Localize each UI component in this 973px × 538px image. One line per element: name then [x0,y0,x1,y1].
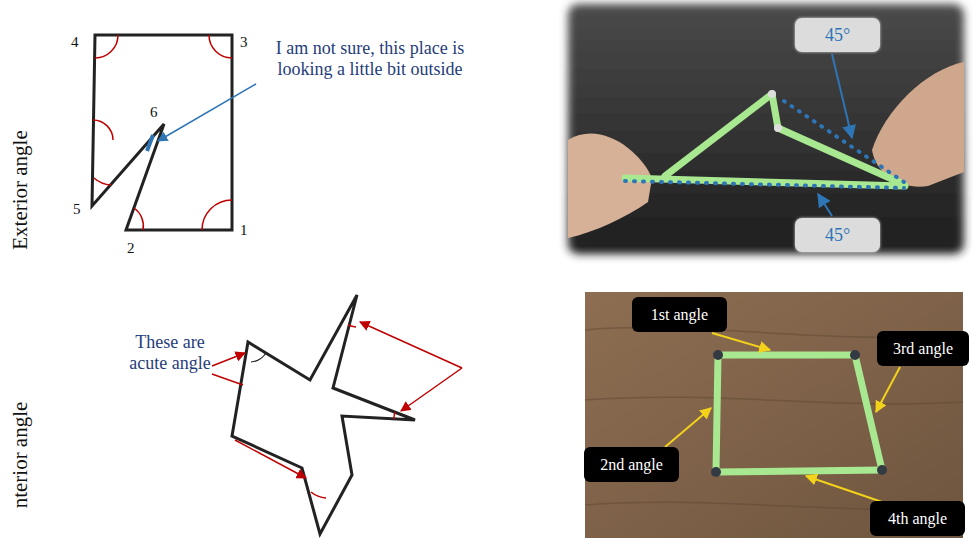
highlight-mark [147,135,153,151]
leader-arrow [806,476,885,503]
polygon-outline [232,295,415,534]
straw [772,94,778,128]
angle-arc [134,208,143,230]
joint [713,350,723,360]
straws [625,94,905,186]
angle-arc [311,492,326,498]
leader-arrow [832,54,852,138]
angle-name-box: 3rd angle [877,331,969,366]
straw [716,355,718,472]
dotted-ray [625,181,904,188]
joint [877,465,887,475]
hand [568,134,652,238]
box-text: 3rd angle [893,340,953,358]
angle-name-box: 4th angle [870,501,965,536]
vertex-number: 2 [127,240,135,257]
row-heading: nterior angle [8,402,32,509]
row-heading: Exterior angle [8,130,32,250]
concave-polygon [212,295,462,534]
straw [718,352,855,359]
leader-arrow [401,368,462,411]
vertex-number: 1 [240,222,248,239]
callout-note: I am not sure, this place is looking a l… [250,38,490,79]
leader-arrow [235,440,306,478]
angle-value-box: 45° [795,218,880,252]
straw [625,178,905,186]
box-text: 2nd angle [600,456,663,474]
angle-name-box: 2nd angle [584,447,679,482]
angle-arc [348,325,356,327]
leader-arrow [712,333,770,350]
polygon-outline [92,35,232,230]
leader-arrow [665,408,711,447]
angle-arc [394,412,395,419]
photo-ground [568,4,964,254]
angle-arc [94,178,111,185]
box-text: 1st angle [651,306,708,324]
straw [665,94,772,176]
vertex-number: 4 [71,34,79,51]
joint [774,124,782,132]
angle-arc [93,120,113,140]
angle-arc [251,353,266,362]
angle-value-box: 45° [795,18,880,52]
hand [872,62,964,187]
angle-arc [202,200,232,230]
concave-hexagon [92,35,256,230]
straw [778,128,903,184]
angle-name-box: 1st angle [632,297,727,332]
leader-arrow [876,367,900,412]
leader-arrow [818,194,832,216]
leader-arrow [212,353,245,366]
joint [768,90,776,98]
wood-grain [585,328,963,510]
leader-arrow [158,84,256,141]
leader-arrow [360,322,462,368]
angle-arc [95,35,118,58]
box-text: 45° [825,25,850,46]
dotted-ray [784,101,904,182]
vertex-number: 5 [73,201,81,218]
callout-note: These are acute angle [124,332,216,373]
leader-arrow [212,374,243,385]
vertex-number: 6 [150,104,158,121]
photo-straws-zigzag [568,4,964,254]
joint [711,467,721,477]
straws [716,355,882,472]
vertex-number: 3 [240,34,248,51]
joint [850,350,860,360]
straw [855,355,882,470]
box-text: 4th angle [888,510,947,528]
angle-arc [209,35,232,58]
box-text: 45° [825,225,850,246]
straw [716,470,882,472]
